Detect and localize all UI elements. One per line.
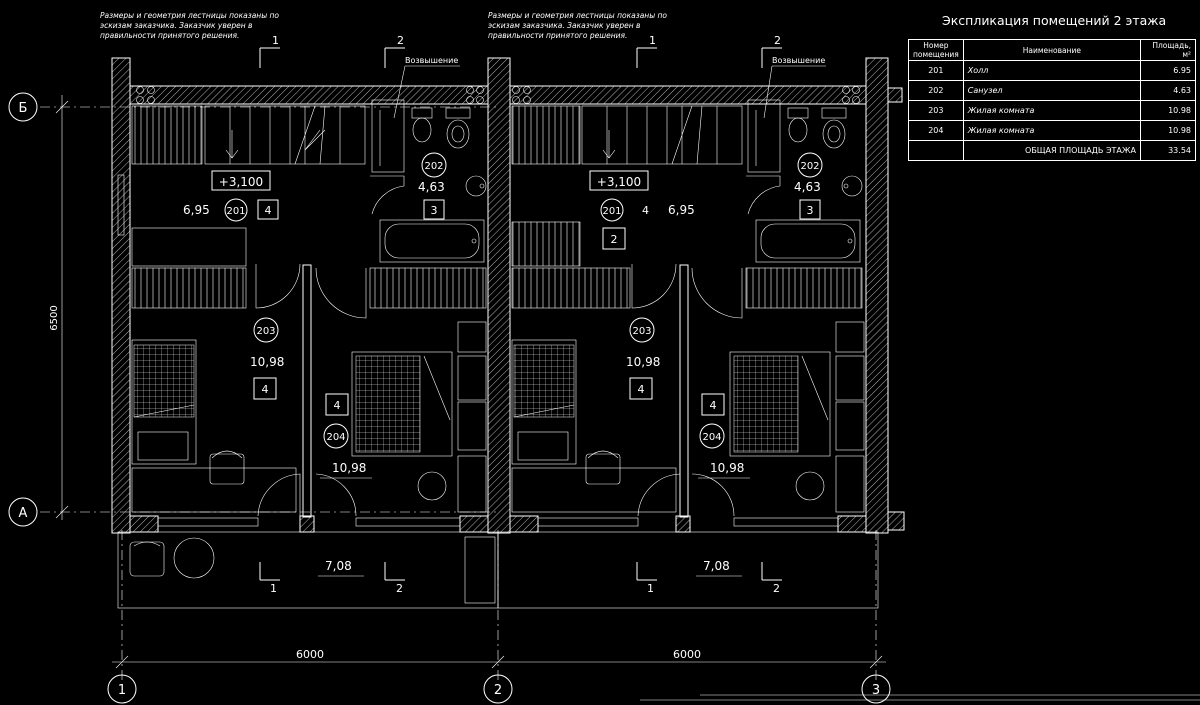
svg-text:1: 1 [272, 34, 279, 47]
stair-note-2: Размеры и геометрия лестницы показаны по… [488, 11, 667, 40]
walls [111, 57, 905, 534]
chair-icon [585, 450, 621, 485]
title-block-edge [640, 694, 1200, 701]
bed-icon [351, 351, 453, 457]
axis-bubble-b: Б [8, 92, 38, 122]
svg-text:2: 2 [494, 683, 502, 698]
room-202-finish-2: 3 [807, 204, 814, 217]
room-204-area: 10,98 [332, 461, 366, 475]
balcony-area-2: 7,08 [703, 559, 730, 573]
room-204-finish-2: 4 [710, 399, 717, 412]
svg-text:2: 2 [397, 34, 404, 47]
bathtub-icon [755, 219, 861, 263]
room-203-finish-2: 4 [638, 383, 645, 396]
room-202-id-2: 202 [800, 161, 819, 172]
table-row: 202 Санузел 4.63 [908, 80, 1196, 101]
chair-icon [209, 450, 245, 485]
explication-table: Номер помещения Наименование Площадь, м²… [908, 39, 1196, 161]
room-203-area-2: 10,98 [626, 355, 660, 369]
toilet-icon [411, 107, 471, 149]
room-201-finish: 4 [265, 204, 272, 217]
axis-bubble-a: А [8, 497, 38, 527]
room-201-finish-2: 4 [642, 204, 649, 217]
unit-1-labels: +3,100 6,95 201 4 202 4,63 3 203 10,98 4… [183, 152, 447, 577]
sink-icon [465, 175, 487, 197]
sink-icon [841, 175, 863, 197]
dim-width-2: 6000 [673, 648, 701, 661]
vent-icon [512, 86, 860, 104]
raised-label: Возвышение [405, 56, 458, 65]
table-row: 204 Жилая комната 10.98 [908, 120, 1196, 141]
room-201-id: 201 [226, 206, 245, 217]
unit-1-furniture: Возвышение [131, 56, 487, 517]
balconies [117, 531, 879, 609]
bed-icon [729, 351, 831, 457]
unit-2-labels: +3,100 201 4 6,95 2 202 4,63 3 203 10,98… [589, 152, 823, 577]
stair-icon [204, 105, 366, 165]
svg-text:2: 2 [774, 34, 781, 47]
svg-text:1: 1 [118, 683, 126, 698]
svg-text:Б: Б [19, 101, 28, 116]
balcony-area: 7,08 [325, 559, 352, 573]
svg-text:1: 1 [647, 582, 654, 595]
bed-icon [511, 339, 577, 465]
vent-icon [136, 86, 484, 104]
svg-text:А: А [19, 506, 28, 521]
room-203-finish: 4 [262, 383, 269, 396]
axis-bubble-1: 1 [107, 674, 137, 704]
room-203-id: 203 [256, 326, 275, 337]
toilet-icon [787, 107, 847, 149]
dimension-lines: 6500 6000 6000 [49, 95, 886, 669]
dim-width-1: 6000 [296, 648, 324, 661]
total-label: ОБЩАЯ ПЛОЩАДЬ ЭТАЖА [962, 140, 1142, 161]
bathtub-icon [379, 219, 485, 263]
room-204-finish: 4 [334, 399, 341, 412]
raised-label-2: Возвышение [772, 56, 825, 65]
room-203-area: 10,98 [250, 355, 284, 369]
axis-bubble-3: 3 [861, 674, 891, 704]
explication-title: Экспликация помещений 2 этажа [942, 13, 1167, 28]
room-201-extra-finish-2: 2 [611, 233, 618, 246]
unit-2-furniture: Возвышение [511, 56, 865, 517]
total-value: 33.54 [1140, 140, 1196, 161]
level-mark-2: +3,100 [597, 175, 641, 189]
room-201-area-2: 6,95 [668, 203, 695, 217]
stair-note-1: Размеры и геометрия лестницы показаны по… [100, 11, 279, 40]
room-202-finish: 3 [431, 204, 438, 217]
room-204-id: 204 [326, 432, 345, 443]
room-202-area-2: 4,63 [794, 180, 821, 194]
bed-icon [131, 339, 197, 465]
svg-text:2: 2 [396, 582, 403, 595]
stair-icon [581, 105, 743, 165]
section-marks: 1 2 1 2 1 2 1 2 [259, 34, 782, 595]
room-204-area-2: 10,98 [710, 461, 744, 475]
table-row: 203 Жилая комната 10.98 [908, 100, 1196, 121]
level-mark: +3,100 [219, 175, 263, 189]
room-202-area: 4,63 [418, 180, 445, 194]
header-num: Номер помещения [908, 39, 964, 61]
room-204-id-2: 204 [702, 432, 721, 443]
axis-bubble-2: 2 [483, 674, 513, 704]
header-area: Площадь, м² [1140, 39, 1196, 61]
svg-text:2: 2 [773, 582, 780, 595]
svg-text:1: 1 [270, 582, 277, 595]
room-201-area: 6,95 [183, 203, 210, 217]
table-total-row: ОБЩАЯ ПЛОЩАДЬ ЭТАЖА 33.54 [908, 140, 1196, 161]
header-name: Наименование [962, 39, 1142, 61]
table-header: Номер помещения Наименование Площадь, м² [908, 39, 1196, 61]
svg-text:1: 1 [649, 34, 656, 47]
dim-height-label: 6500 [49, 305, 60, 330]
svg-text:3: 3 [872, 683, 880, 698]
table-row: 201 Холл 6.95 [908, 60, 1196, 81]
room-202-id: 202 [424, 161, 443, 172]
room-203-id-2: 203 [632, 326, 651, 337]
room-201-id-2: 201 [602, 206, 621, 217]
windows [117, 174, 839, 527]
